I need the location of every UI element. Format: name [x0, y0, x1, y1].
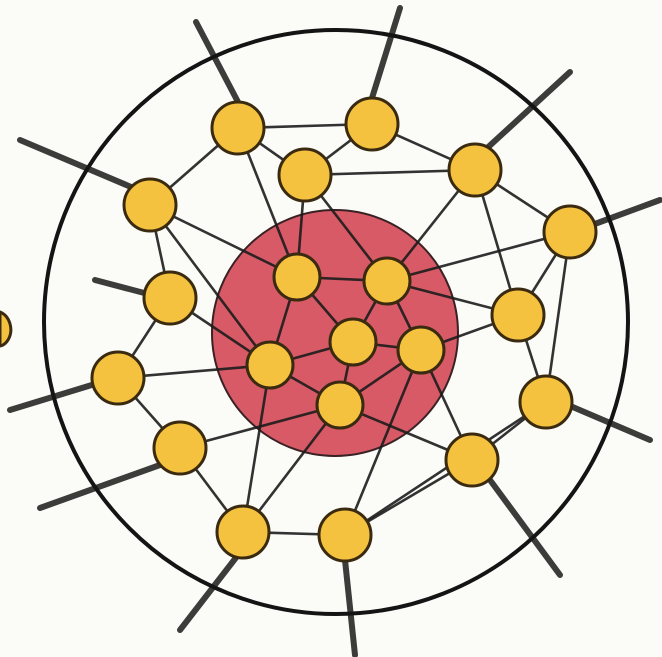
node-n9 — [154, 422, 206, 474]
spoke-line — [490, 480, 560, 575]
node-c2 — [364, 258, 410, 304]
node-n4 — [449, 144, 501, 196]
node-n13 — [520, 376, 572, 428]
node-n2 — [346, 98, 398, 150]
spoke-line — [485, 72, 570, 150]
spoke-line — [95, 280, 148, 294]
node-n1 — [212, 102, 264, 154]
node-n5 — [544, 206, 596, 258]
spoke-line — [372, 8, 400, 98]
node-n14 — [492, 289, 544, 341]
node-n11 — [319, 509, 371, 561]
node-n8 — [92, 352, 144, 404]
node-n6 — [124, 179, 176, 231]
node-c5 — [317, 382, 363, 428]
node-n7 — [144, 272, 196, 324]
node-c6 — [398, 327, 444, 373]
node-n12 — [446, 434, 498, 486]
node-c4 — [330, 319, 376, 365]
partial-node-at-left-edge — [0, 312, 11, 346]
spoke-line — [40, 465, 160, 508]
node-n3 — [279, 149, 331, 201]
node-c3 — [247, 342, 293, 388]
node-n10 — [217, 506, 269, 558]
network-nodes — [92, 98, 596, 561]
node-c1 — [274, 254, 320, 300]
spoke-line — [345, 560, 355, 655]
